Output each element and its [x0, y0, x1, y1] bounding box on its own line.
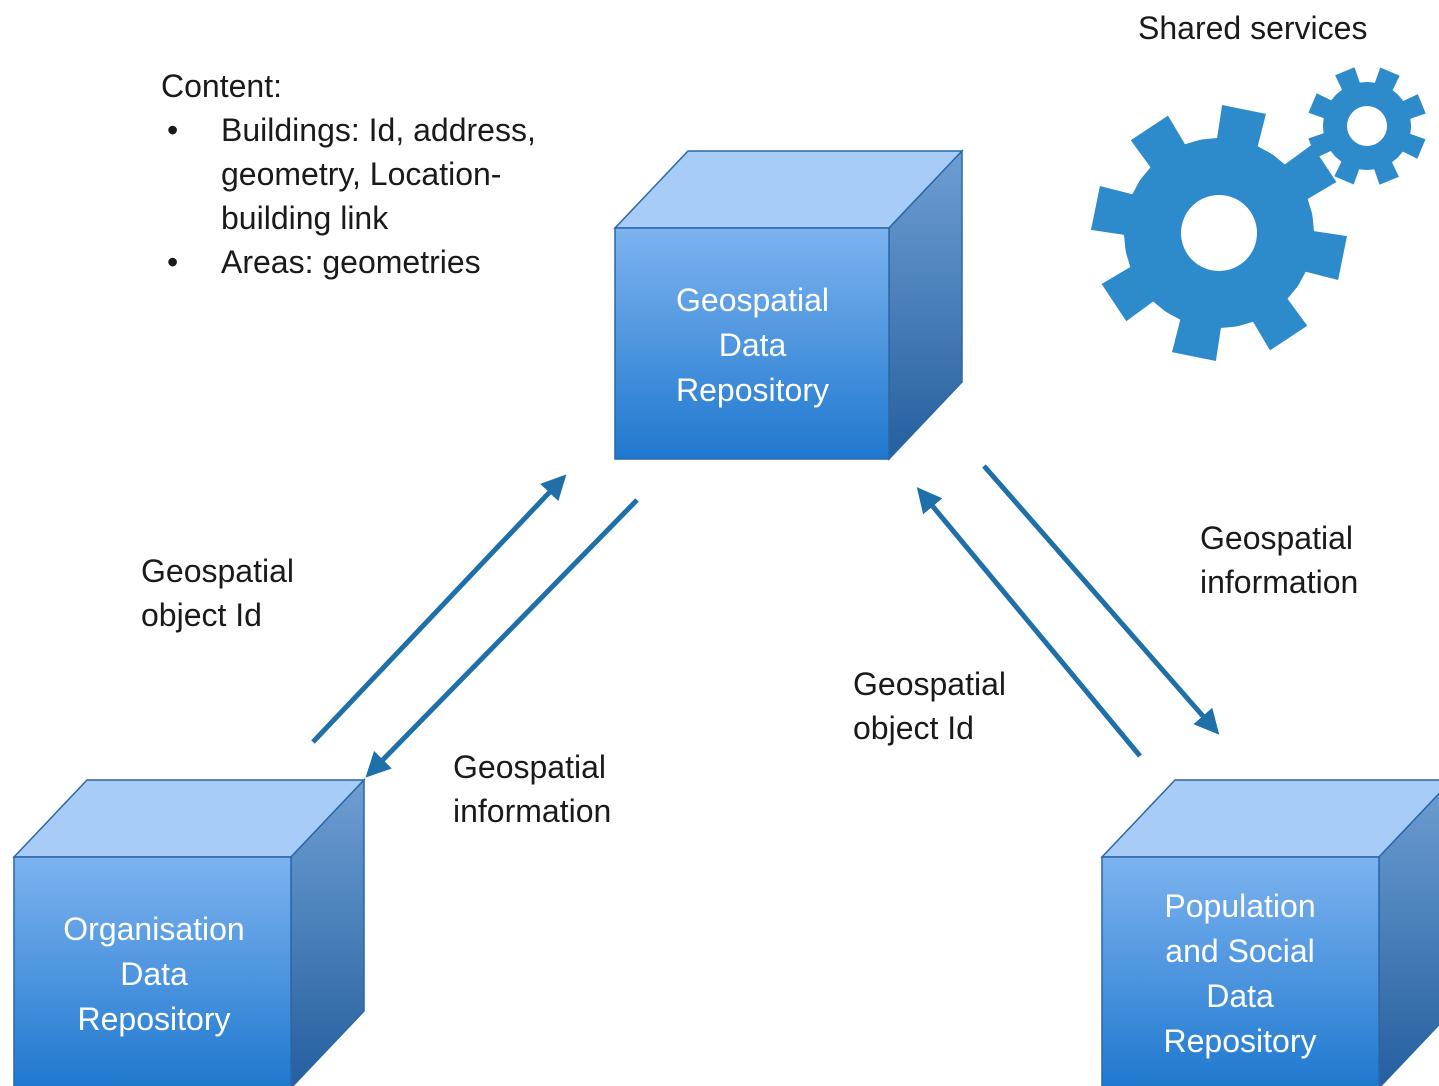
- arrow-geo-to-org: [365, 498, 639, 778]
- cube-front-face: [614, 227, 890, 460]
- cube-front-face: [13, 856, 292, 1086]
- shared-services-label: Shared services: [1138, 10, 1368, 46]
- content-list: • Buildings: Id, address, geometry, Loca…: [161, 108, 581, 284]
- population-repository-cube: [1100, 779, 1439, 1086]
- flow-label-geo-to-pop: Geospatial information: [1200, 520, 1359, 600]
- population-repository-label: Population and Social Data Repository: [1163, 888, 1317, 1059]
- cube-front-face: [1101, 856, 1380, 1086]
- list-item: • Buildings: Id, address, geometry, Loca…: [167, 112, 536, 236]
- arrow-geo-to-pop: [982, 464, 1220, 735]
- arrow-pop-to-geo: [916, 487, 1142, 758]
- arrow-org-to-geo: [311, 474, 567, 744]
- flow-label-org-to-geo: Geospatial object Id: [141, 553, 294, 633]
- large-gear-icon: [1091, 105, 1347, 361]
- small-gear-icon: [1308, 67, 1426, 185]
- geospatial-repository-cube: [613, 149, 964, 461]
- content-note: Content: • Buildings: Id, address, geome…: [161, 64, 581, 284]
- list-item: • Areas: geometries: [167, 244, 481, 280]
- flow-label-geo-to-org: Geospatial information: [453, 749, 612, 829]
- cube-top-face: [1100, 779, 1439, 858]
- organisation-repository-label: Organisation Data Repository: [63, 911, 245, 1037]
- geospatial-repository-label: Geospatial Data Repository: [676, 282, 829, 408]
- gears-icon: [1091, 67, 1426, 361]
- content-heading: Content:: [161, 68, 282, 104]
- flow-label-pop-to-geo: Geospatial object Id: [853, 666, 1006, 746]
- organisation-repository-cube: [12, 778, 366, 1086]
